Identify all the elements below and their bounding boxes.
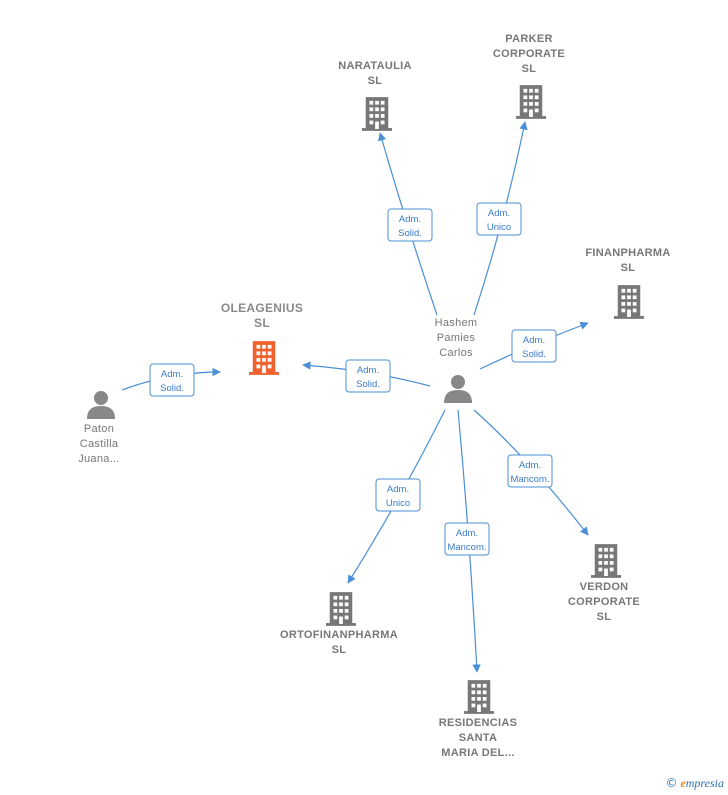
edge-label-text: Solid. [398,228,422,239]
node-label-line[interactable]: CORPORATE [568,596,640,608]
edge-label-box[interactable] [507,454,553,488]
node-label-line[interactable]: MARIA DEL... [441,747,514,759]
node-paton[interactable]: PatonCastillaJuana... [78,391,120,465]
edge-label-box[interactable] [511,329,557,363]
node-label-line[interactable]: FINANPHARMA [585,247,670,259]
node-label-line[interactable]: SL [332,644,347,656]
node-ortofinanpharma[interactable]: ORTOFINANPHARMA SL [280,592,398,656]
brand-footer: © empresia [665,776,724,791]
edge-label-box[interactable] [476,202,522,236]
edge-label-text: Mancom. [447,542,486,553]
node-label-line[interactable]: SL [522,63,537,75]
node-label-line[interactable]: OLEAGENIUS [221,301,303,315]
edge-hashem-oleagenius: Adm. Solid. [302,359,431,393]
edge-label-text: Adm. [488,208,510,219]
node-label-line[interactable]: CORPORATE [493,48,565,60]
edge-hashem-residencias: Adm. Mancom. [444,409,490,673]
building-icon[interactable] [591,544,621,578]
edge-label-box[interactable] [444,522,490,556]
edges-layer: Adm.Solid.Adm.UnicoAdm.Solid.Adm.Solid.A… [121,121,589,673]
copyright-symbol: © [665,776,678,790]
node-label-line[interactable]: RESIDENCIAS [439,717,517,729]
edge-label-text: Solid. [356,379,380,390]
person-icon[interactable] [444,375,472,403]
edge-label-text: Adm. [399,214,421,225]
building-icon[interactable] [614,285,644,319]
node-label-line[interactable]: SANTA [459,732,498,744]
edge-label-box[interactable] [375,478,421,512]
edge-label-text: Solid. [522,349,546,360]
edge-paton-oleagenius: Adm. Solid. [121,363,221,397]
node-label-line[interactable]: ORTOFINANPHARMA [280,629,398,641]
node-label-line[interactable]: PARKER [505,33,552,45]
edge-label-text: Adm. [387,484,409,495]
edge-label-text: Adm. [519,460,541,471]
edge-label-text: Unico [487,222,511,233]
node-label-line[interactable]: VERDON [580,581,629,593]
building-icon[interactable] [464,680,494,714]
edge-label-text: Adm. [357,365,379,376]
edge-label-text: Unico [386,498,410,509]
edge-hashem-narataulia: Adm. Solid. [378,132,438,316]
edge-label-text: Solid. [160,383,184,394]
node-label-line[interactable]: Hashem [435,317,478,329]
node-narataulia[interactable]: NARATAULIA SL [338,60,411,131]
node-label-line[interactable]: NARATAULIA [338,60,411,72]
person-icon[interactable] [87,391,115,419]
node-label-line[interactable]: Carlos [439,347,473,359]
node-label-line[interactable]: SL [597,611,612,623]
edge-label-box[interactable] [345,359,391,393]
node-verdon[interactable]: VERDON CORPORATE SL [568,544,640,623]
edge-label-box[interactable] [149,363,195,397]
edge-label-text: Adm. [456,528,478,539]
edge-hashem-finanpharma: Adm. Solid. [479,321,589,370]
edge-hashem-ortofinanpharma: Adm. Unico [347,409,446,584]
node-finanpharma[interactable]: FINANPHARMA SL [585,247,670,319]
edge-label-text: Mancom. [510,474,549,485]
node-residencias[interactable]: RESIDENCIAS SANTA MARIA DEL... [439,680,517,759]
node-label-line[interactable]: Paton [84,423,114,435]
node-label-line[interactable]: Juana... [78,453,120,465]
node-parker[interactable]: PARKER CORPORATE SL [493,33,565,119]
node-label-line[interactable]: SL [254,316,270,330]
edge-label-box[interactable] [387,208,433,242]
brand-logo-text: mpresia [685,776,724,790]
building-icon[interactable] [249,341,279,375]
node-label-line[interactable]: Castilla [80,438,119,450]
edge-hashem-parker: Adm. Unico [473,121,528,316]
building-icon[interactable] [326,592,356,626]
edge-hashem-verdon: Adm. Mancom. [473,409,589,536]
node-label-line[interactable]: SL [621,262,636,274]
node-label-line[interactable]: SL [368,75,383,87]
building-icon[interactable] [516,85,546,119]
edge-label-text: Adm. [523,335,545,346]
node-label-line[interactable]: Pamies [437,332,476,344]
building-icon[interactable] [362,97,392,131]
edge-label-text: Adm. [161,369,183,380]
brand-logo-initial: e [680,776,686,790]
nodes-layer: OLEAGENIUSSLNARATAULIASLPARKERCORPORATES… [78,33,670,759]
